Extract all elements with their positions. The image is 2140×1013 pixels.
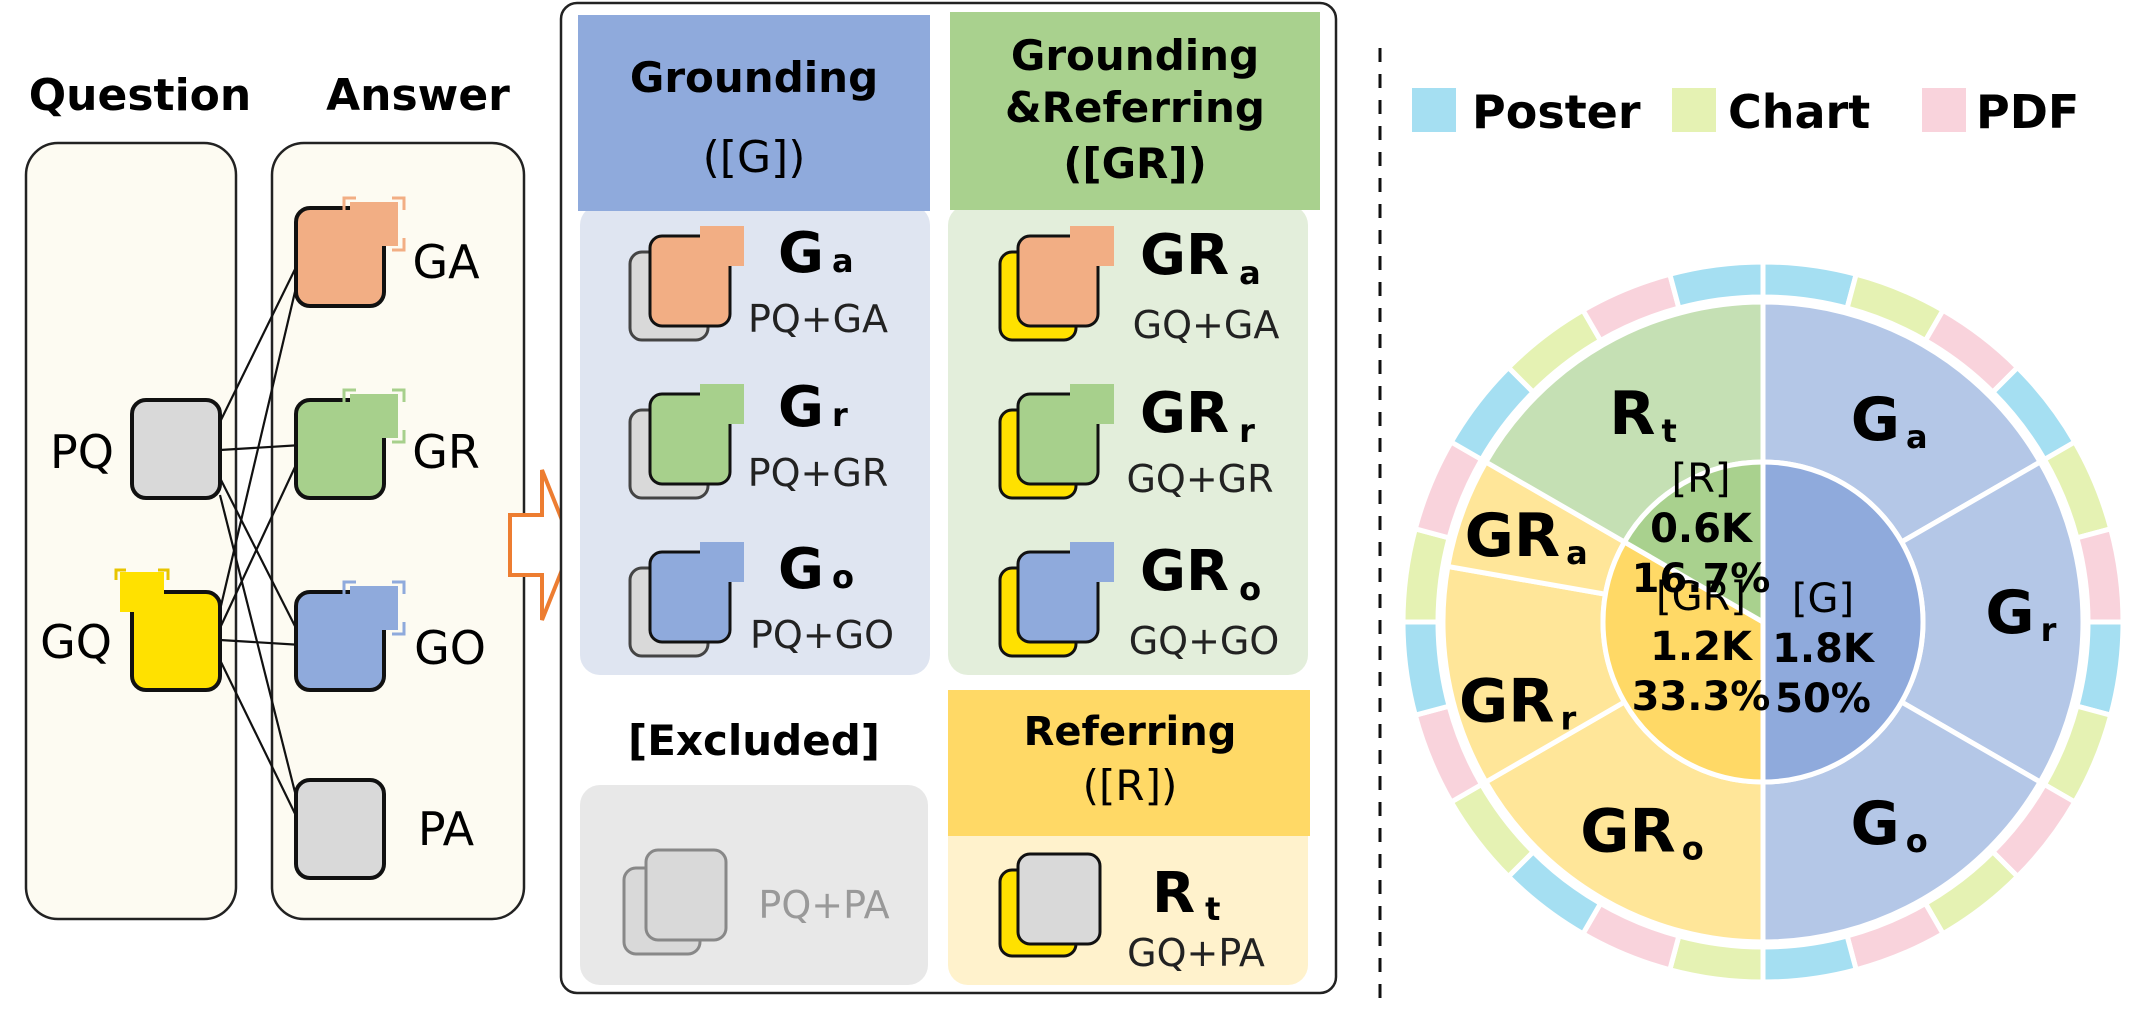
outer-ring-segment-poster	[1666, 259, 1766, 312]
gr-header	[950, 12, 1320, 210]
gr-title-line2: &Referring	[1005, 83, 1265, 132]
inner-count-r: 0.6K	[1650, 506, 1754, 552]
answer-pa: PA	[294, 778, 475, 880]
inner-label-r: [R]	[1671, 456, 1730, 502]
grounding-item-gr-combo: PQ+GR	[748, 451, 889, 495]
inner-label-g: [G]	[1792, 576, 1854, 622]
question-gq-label: GQ	[40, 615, 112, 669]
legend-label-poster: Poster	[1472, 85, 1641, 139]
question-column-box	[24, 141, 238, 921]
grounding-item-ga-combo: PQ+GA	[748, 297, 888, 341]
referring-title-line2: ([R])	[1083, 761, 1178, 810]
inner-percent-gr: 33.3%	[1632, 674, 1771, 720]
gr-item-grr-combo: GQ+GR	[1126, 457, 1273, 501]
legend-swatch-pdf	[1922, 88, 1966, 132]
inner-percent-g: 50%	[1775, 676, 1871, 722]
middle-panel: Grounding ([G]) Grounding &Referring ([G…	[559, 1, 1338, 995]
answer-gr-label: GR	[412, 425, 480, 479]
legend-label-chart: Chart	[1728, 85, 1870, 139]
inner-slice-r	[1621, 459, 1766, 627]
gr-item-gro-combo: GQ+GO	[1129, 619, 1280, 663]
legend-label-pdf: PDF	[1976, 85, 2079, 139]
inner-count-g: 1.8K	[1772, 626, 1876, 672]
referring-item-rt-combo: GQ+PA	[1127, 931, 1265, 975]
left-panel: Question Answer PQ GQ	[24, 70, 526, 921]
grounding-item-go-combo: PQ+GO	[750, 613, 894, 657]
answer-go: GO	[294, 580, 486, 692]
referring-header	[948, 690, 1310, 836]
legend-swatch-chart	[1672, 88, 1716, 132]
answer-ga: GA	[294, 196, 480, 308]
inner-count-gr: 1.2K	[1650, 624, 1754, 670]
grounding-title-line1: Grounding	[630, 53, 878, 102]
gr-title-line3: ([GR])	[1063, 139, 1207, 188]
answer-go-label: GO	[414, 621, 486, 675]
excluded-title: [Excluded]	[628, 716, 880, 765]
inner-slice-g	[1760, 459, 1926, 785]
flow-arrow-icon	[508, 469, 575, 621]
question-gq: GQ	[40, 568, 222, 692]
inner-percent-r: 16.7%	[1632, 556, 1771, 602]
grounding-header	[578, 15, 930, 211]
excluded-item: PQ+PA	[622, 848, 890, 956]
answer-pa-label: PA	[418, 802, 475, 856]
answer-ga-label: GA	[412, 235, 480, 289]
question-pq: PQ	[50, 398, 222, 500]
answer-gr: GR	[294, 388, 480, 500]
answer-header: Answer	[326, 70, 510, 121]
legend-swatch-poster	[1412, 88, 1456, 132]
gr-item-gra-combo: GQ+GA	[1133, 303, 1280, 347]
referring-title-line1: Referring	[1024, 709, 1237, 755]
inner-slice-gr	[1600, 538, 1766, 785]
connection-lines	[218, 254, 304, 829]
grounding-title-line2: ([G])	[703, 132, 806, 183]
gr-title-line1: Grounding	[1011, 31, 1259, 80]
legend: Poster Chart PDF	[1412, 85, 2079, 139]
excluded-combo: PQ+PA	[758, 883, 889, 927]
question-pq-label: PQ	[50, 425, 114, 479]
question-header: Question	[29, 70, 251, 121]
inner-label-gr: [GR]	[1656, 574, 1746, 620]
